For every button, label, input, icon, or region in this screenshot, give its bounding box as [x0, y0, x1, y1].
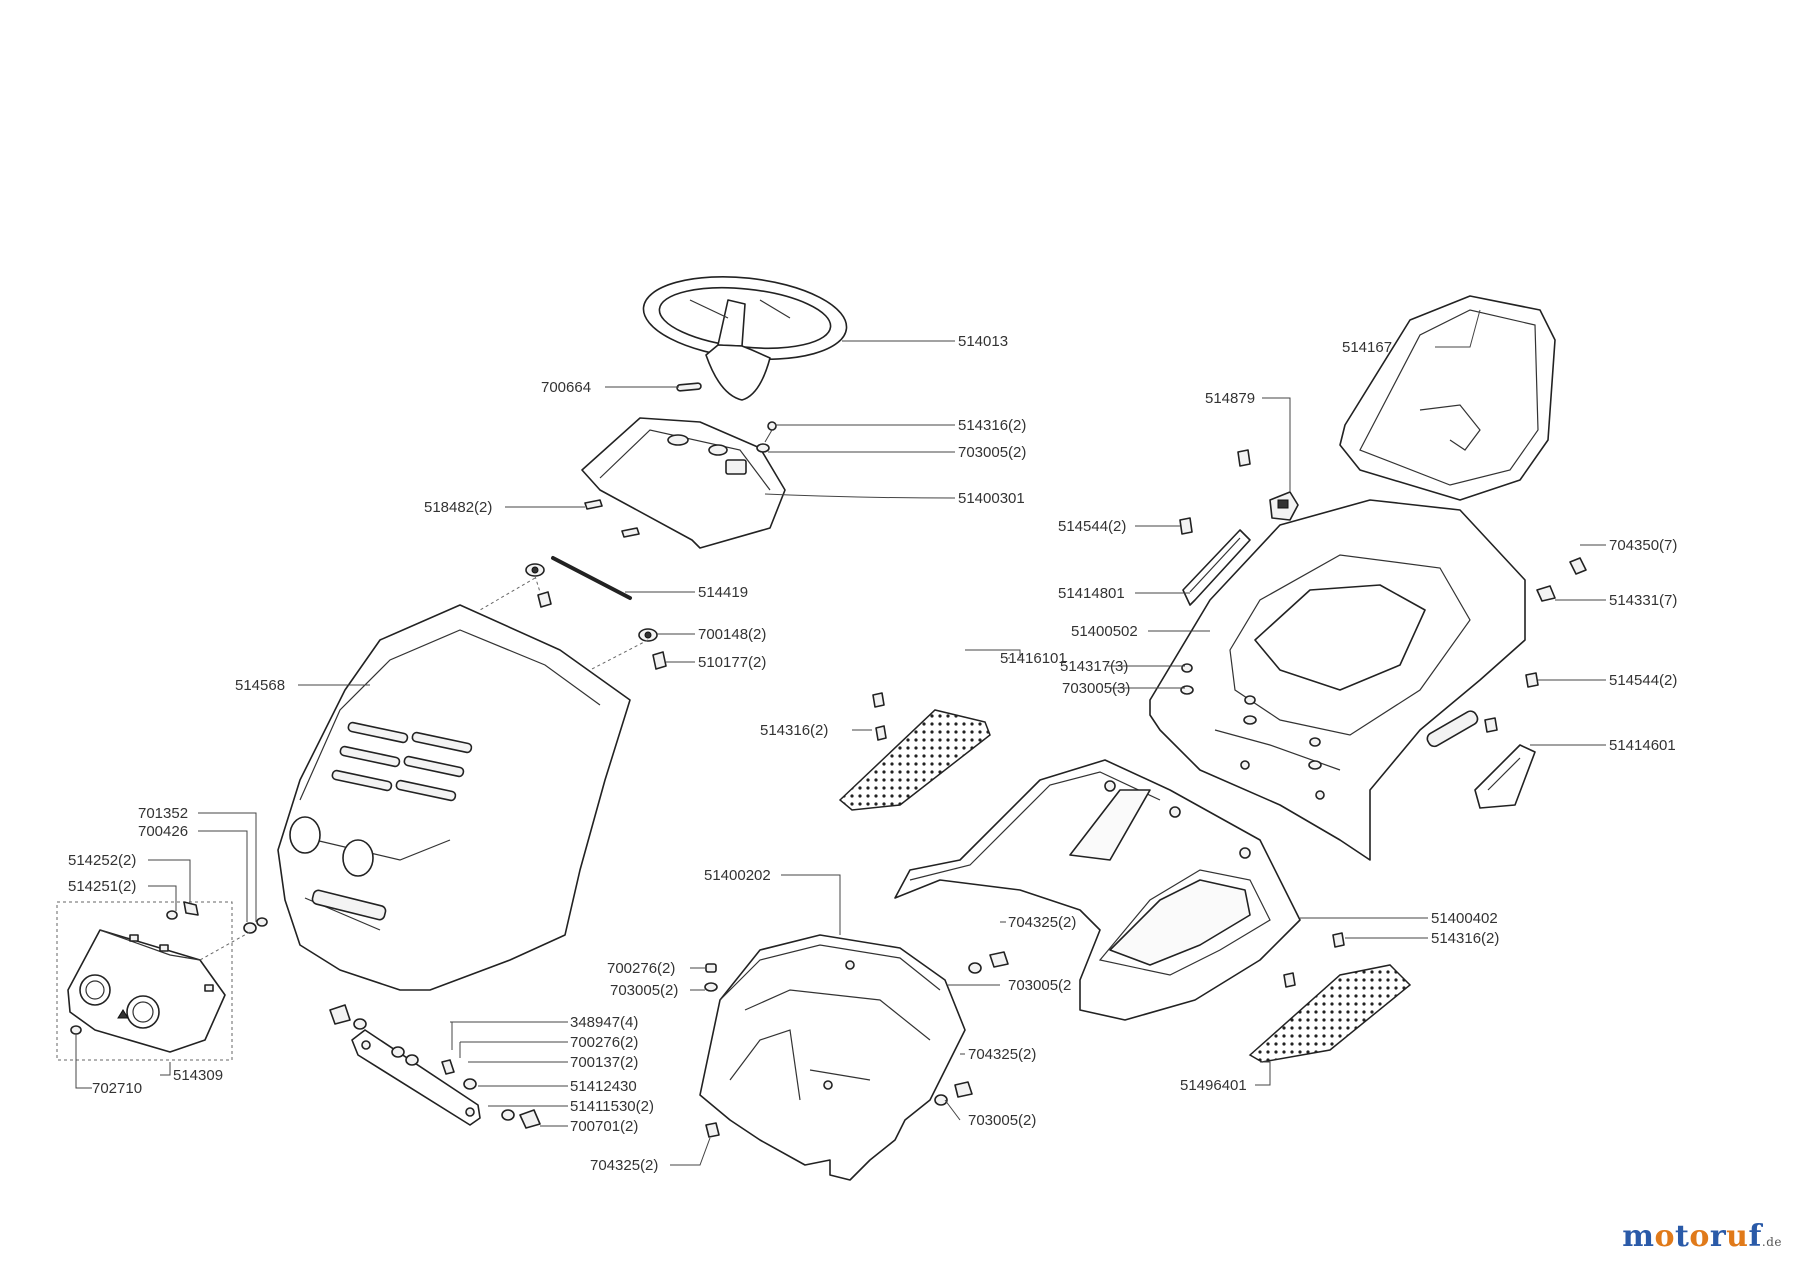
- label-514419: 514419: [698, 584, 748, 601]
- footrest-left: [838, 692, 991, 811]
- screw-514316-top: [756, 421, 777, 453]
- label-514568: 514568: [235, 677, 285, 694]
- screw-514317: [1180, 663, 1322, 770]
- screw-704350: [1536, 557, 1587, 602]
- label-51496401: 51496401: [1180, 1077, 1247, 1094]
- label-514252: 514252(2): [68, 852, 136, 869]
- label-702710: 702710: [92, 1080, 142, 1097]
- label-510177: 510177(2): [698, 654, 766, 671]
- label-514309: 514309: [173, 1067, 223, 1084]
- label-703005-c: 703005(2: [1008, 977, 1071, 994]
- label-51416101: 51416101: [1000, 650, 1067, 667]
- label-514316-c: 514316(2): [1431, 930, 1499, 947]
- label-51400502: 51400502: [1071, 623, 1138, 640]
- label-514331: 514331(7): [1609, 592, 1677, 609]
- logo-letter: m: [1622, 1219, 1655, 1254]
- logo-letter: o: [1654, 1219, 1675, 1254]
- part-labels: 514013 700664 514316(2) 703005(2) 518482…: [68, 333, 1677, 1174]
- label-703005-a: 703005(2): [958, 444, 1026, 461]
- bulb-socket: [166, 901, 199, 920]
- logo-main: motoruf: [1622, 1219, 1762, 1254]
- label-703005-b: 703005(2): [610, 982, 678, 999]
- label-700426: 700426: [138, 823, 188, 840]
- logo-letter: f: [1748, 1219, 1762, 1254]
- leader-lines: [75, 309, 1606, 1166]
- label-700701: 700701(2): [570, 1118, 638, 1135]
- steering-wheel: [642, 276, 848, 401]
- label-514316-a: 514316(2): [958, 417, 1026, 434]
- screw-514879-top: [1237, 449, 1251, 467]
- label-514879: 514879: [1205, 390, 1255, 407]
- logo-letter: r: [1709, 1219, 1727, 1254]
- screw-514544-a: [1179, 517, 1193, 535]
- label-704325-b: 704325(2): [968, 1046, 1036, 1063]
- label-701352: 701352: [138, 805, 188, 822]
- label-518482: 518482(2): [424, 499, 492, 516]
- label-51414801: 51414801: [1058, 585, 1125, 602]
- logo-letter: u: [1726, 1219, 1749, 1254]
- label-703005-d: 703005(2): [968, 1112, 1036, 1129]
- label-51400202: 51400202: [704, 867, 771, 884]
- label-700664: 700664: [541, 379, 591, 396]
- spring-pin-700664: [676, 382, 702, 392]
- side-handle-51414601: [1474, 744, 1536, 809]
- label-348947: 348947(4): [570, 1014, 638, 1031]
- logo-letter: t: [1674, 1219, 1690, 1254]
- label-700276-b: 700276(2): [607, 960, 675, 977]
- label-514544-a: 514544(2): [1058, 518, 1126, 535]
- label-700137: 700137(2): [570, 1054, 638, 1071]
- bracket: [329, 1004, 541, 1129]
- label-700148: 700148(2): [698, 626, 766, 643]
- label-514167: 514167: [1342, 339, 1392, 356]
- washer-bolt-left: [525, 563, 552, 608]
- label-704350: 704350(7): [1609, 537, 1677, 554]
- screw-518482: [584, 499, 640, 538]
- bolt-704325-a: [968, 951, 1009, 974]
- screw-514544-b: [1484, 672, 1539, 733]
- hood: [277, 604, 631, 991]
- label-51400301: 51400301: [958, 490, 1025, 507]
- logo-letter: o: [1689, 1219, 1710, 1254]
- label-514013: 514013: [958, 333, 1008, 350]
- label-51414601: 51414601: [1609, 737, 1676, 754]
- nut-700276-b: [704, 963, 718, 992]
- label-51412430: 51412430: [570, 1078, 637, 1095]
- switch-514879: [1269, 491, 1299, 521]
- nut-washer-701352: [199, 917, 268, 961]
- screw-702710: [70, 1025, 82, 1035]
- label-514316-b: 514316(2): [760, 722, 828, 739]
- logo-suffix: .de: [1761, 1235, 1782, 1249]
- front-body-panel: [699, 934, 966, 1181]
- washer-bolt-right: [638, 628, 667, 670]
- bolt-704325-c: [705, 1122, 720, 1138]
- dashboard-cover: [581, 417, 786, 549]
- label-703005-e: 703005(3): [1062, 680, 1130, 697]
- footrest-right: [1248, 932, 1412, 1063]
- label-514317: 514317(3): [1060, 658, 1128, 675]
- bolt-704325-b: [934, 1081, 973, 1106]
- label-51400402: 51400402: [1431, 910, 1498, 927]
- label-514544-b: 514544(2): [1609, 672, 1677, 689]
- motoruf-logo: motoruf.de: [1622, 1219, 1782, 1254]
- rod-514419: [551, 556, 632, 600]
- label-704325-a: 704325(2): [1008, 914, 1076, 931]
- seat: [1339, 295, 1556, 501]
- label-704325-c: 704325(2): [590, 1157, 658, 1174]
- label-700276-a: 700276(2): [570, 1034, 638, 1051]
- rear-body-panel: [1149, 499, 1526, 861]
- label-514251: 514251(2): [68, 878, 136, 895]
- label-51411530: 51411530(2): [570, 1098, 654, 1115]
- headlight-unit: [56, 901, 233, 1061]
- side-rail-51414801: [1182, 529, 1251, 606]
- center-deck-panel: [894, 759, 1301, 1021]
